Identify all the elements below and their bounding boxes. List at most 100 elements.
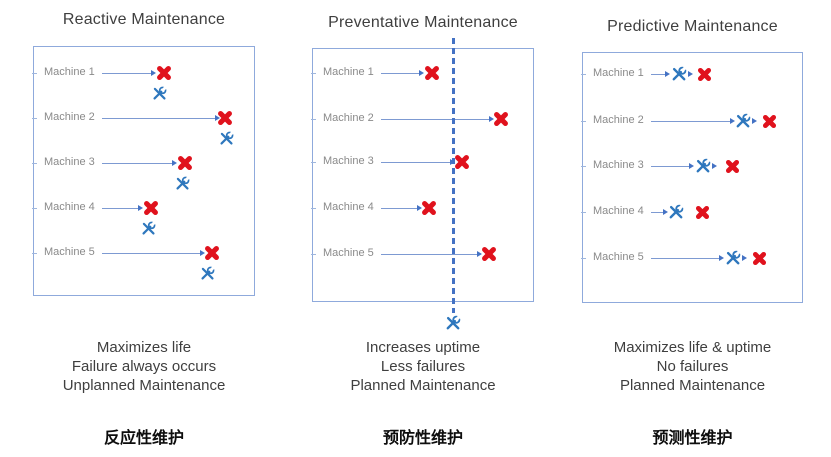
row-tick	[581, 74, 586, 75]
machine-timeline-box: Machine 1 Machine 2 Machine 3 Machine 4 Mach…	[32, 46, 255, 296]
timeline-arrow	[381, 162, 450, 163]
row-tick	[32, 208, 37, 209]
arrowhead-icon	[719, 255, 724, 261]
machine-label: Machine 4	[323, 201, 374, 213]
maintenance-tools-icon	[734, 112, 752, 130]
timeline-arrow	[102, 253, 200, 254]
arrowhead-icon	[215, 115, 220, 121]
machine-label: Machine 4	[44, 201, 95, 213]
arrowhead-icon	[742, 255, 747, 261]
arrowhead-icon	[200, 250, 205, 256]
row-tick	[581, 121, 586, 122]
maintenance-tools-icon	[724, 249, 742, 267]
machine-label: Machine 2	[323, 112, 374, 124]
summary-line: Less failures	[380, 358, 466, 375]
maintenance-tools-icon	[670, 65, 688, 83]
panel-summary: Increases uptime Less failures Planned M…	[312, 338, 534, 395]
arrowhead-icon	[477, 251, 482, 257]
maintenance-tools-icon	[199, 264, 216, 282]
failure-x-icon	[204, 245, 220, 261]
timeline-arrow	[651, 212, 663, 213]
row-tick	[581, 258, 586, 259]
timeline-arrow	[651, 258, 719, 259]
failure-x-icon	[143, 200, 159, 216]
panel-summary: Maximizes life & uptime No failures Plan…	[582, 338, 803, 395]
row-tick	[32, 163, 37, 164]
timeline-arrow	[651, 74, 665, 75]
maintenance-tools-icon	[218, 129, 235, 147]
failure-x-icon	[421, 200, 437, 216]
row-tick	[311, 208, 316, 209]
failure-x-icon	[481, 246, 497, 262]
timeline-arrow	[102, 208, 138, 209]
maintenance-tools-icon	[151, 84, 168, 102]
summary-line: Planned Maintenance	[619, 377, 766, 394]
panel-label-chinese: 反应性维护	[103, 430, 184, 447]
timeline-arrow	[381, 119, 489, 120]
failure-x-icon	[156, 65, 172, 81]
failure-x-icon	[454, 154, 470, 170]
timeline-arrow	[102, 73, 151, 74]
arrowhead-icon	[688, 71, 693, 77]
arrowhead-icon	[712, 163, 717, 169]
panel-summary: Maximizes life Failure always occurs Unp…	[33, 338, 255, 395]
timeline-arrow	[651, 121, 730, 122]
panel-label-chinese: 预防性维护	[382, 430, 463, 447]
summary-line: Maximizes life	[96, 339, 192, 356]
summary-line: Unplanned Maintenance	[62, 377, 226, 394]
failure-x-icon	[217, 110, 233, 126]
machine-label: Machine 1	[44, 66, 95, 78]
panel-label-chinese: 预测性维护	[652, 430, 733, 447]
arrowhead-icon	[665, 71, 670, 77]
machine-label: Machine 3	[593, 159, 644, 171]
row-tick	[311, 162, 316, 163]
failure-x-icon	[725, 159, 740, 174]
maintenance-tools-icon	[140, 219, 157, 237]
row-tick	[311, 254, 316, 255]
machine-label: Machine 5	[323, 247, 374, 259]
maintenance-tools-icon	[444, 314, 462, 332]
summary-line: No failures	[656, 358, 729, 375]
timeline-arrow	[381, 208, 417, 209]
machine-label: Machine 5	[44, 246, 95, 258]
row-tick	[32, 253, 37, 254]
arrowhead-icon	[419, 70, 424, 76]
machine-label: Machine 4	[593, 205, 644, 217]
scheduled-maintenance-dashed-line	[452, 38, 455, 313]
arrowhead-icon	[151, 70, 156, 76]
row-tick	[581, 166, 586, 167]
machine-label: Machine 5	[593, 251, 644, 263]
timeline-arrow	[381, 254, 477, 255]
summary-line: Failure always occurs	[71, 358, 217, 375]
machine-label: Machine 2	[593, 114, 644, 126]
failure-x-icon	[493, 111, 509, 127]
arrowhead-icon	[417, 205, 422, 211]
row-tick	[32, 118, 37, 119]
arrowhead-icon	[138, 205, 143, 211]
maintenance-tools-icon	[174, 174, 191, 192]
timeline-arrow	[651, 166, 689, 167]
maintenance-tools-icon	[694, 157, 712, 175]
panel-title: Reactive Maintenance	[62, 11, 226, 28]
arrowhead-icon	[489, 116, 494, 122]
failure-x-icon	[762, 114, 777, 129]
row-tick	[311, 73, 316, 74]
timeline-arrow	[102, 163, 172, 164]
machine-label: Machine 3	[323, 155, 374, 167]
timeline-arrow	[102, 118, 215, 119]
row-tick	[32, 73, 37, 74]
panel-title: Predictive Maintenance	[607, 18, 778, 35]
arrowhead-icon	[663, 209, 668, 215]
summary-line: Maximizes life & uptime	[613, 339, 772, 356]
failure-x-icon	[697, 67, 712, 82]
maintenance-tools-icon	[667, 203, 685, 221]
machine-label: Machine 2	[44, 111, 95, 123]
failure-x-icon	[424, 65, 440, 81]
machine-label: Machine 3	[44, 156, 95, 168]
row-tick	[581, 212, 586, 213]
